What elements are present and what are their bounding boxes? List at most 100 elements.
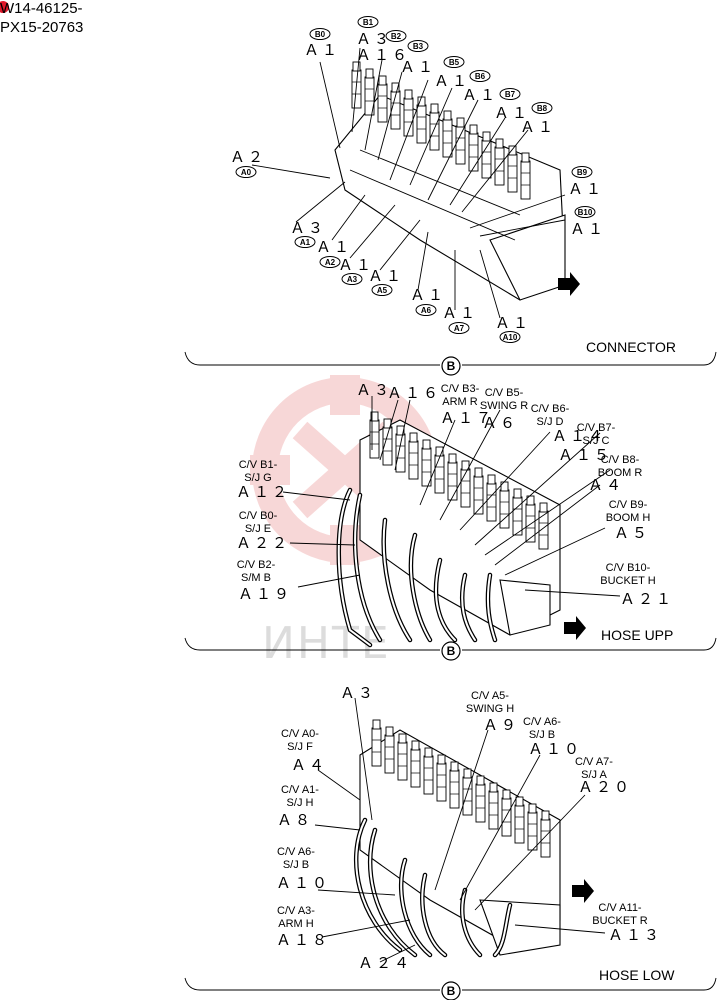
- connector-badge: [294, 236, 316, 248]
- connector-badge-label: A5: [377, 286, 388, 295]
- connector-badge-label: A3: [347, 275, 358, 284]
- connector-badge: [448, 322, 470, 334]
- hose-label-line2: S/J H: [287, 797, 314, 809]
- hose-label-line2: S/J B: [529, 729, 555, 741]
- section-divider: [184, 977, 717, 991]
- connector-code: Ａ１: [410, 288, 446, 304]
- hose-label-line1: C/V A5-: [471, 690, 509, 702]
- hose-label-line1: C/V A6-: [523, 716, 561, 728]
- hose-label-line1: C/V B10-: [606, 562, 651, 574]
- hose-code: Ａ５: [614, 526, 650, 542]
- connector-badge: [385, 30, 407, 42]
- connector-code: Ａ１: [304, 43, 340, 59]
- connector-code: Ａ１: [400, 60, 436, 76]
- connector-badge: [235, 166, 257, 178]
- view-b-marker: [441, 641, 461, 661]
- connector-code: Ａ１: [495, 316, 531, 332]
- hose-code: Ａ２１: [620, 592, 674, 608]
- connector-code: Ａ１: [338, 258, 374, 274]
- view-b-letter: B: [447, 644, 456, 658]
- connector-badge: [407, 40, 429, 52]
- connector-leaders: [251, 47, 566, 319]
- hose-code: Ａ３: [356, 383, 392, 399]
- connector-code: Ａ１: [368, 269, 404, 285]
- connector-code: Ａ３: [356, 32, 392, 48]
- hose-label-line1: C/V A3-: [277, 905, 315, 917]
- connector-badge: [469, 70, 491, 82]
- hose-label-line1: C/V A0-: [281, 728, 319, 740]
- hose-label-line2: SWING R: [480, 400, 528, 412]
- connector-badge: [499, 88, 521, 100]
- hose-code: Ａ１２: [236, 485, 290, 501]
- connector-code: Ａ１: [520, 120, 556, 136]
- connector-code: Ａ３: [290, 221, 326, 237]
- hose-label-line1: C/V A1-: [281, 784, 319, 796]
- connector-code: Ａ１: [568, 182, 604, 198]
- hose-label-line1: C/V A7-: [575, 756, 613, 768]
- hose-code: Ａ１９: [238, 587, 292, 603]
- hose-label-line1: C/V B9-: [609, 499, 648, 511]
- connector-badge-label: B1: [363, 18, 374, 27]
- hose-label-line2: S/J A: [581, 769, 607, 781]
- hose-label-line1: C/V B6-: [531, 403, 570, 415]
- connector-badge-label: B5: [449, 58, 460, 67]
- connector-badge-label: B2: [391, 32, 402, 41]
- hose-code: Ａ１０: [276, 876, 330, 892]
- connector-badge-label: A10: [503, 333, 518, 342]
- section-title-hose-upp: HOSE UPP: [601, 627, 673, 643]
- hose-label-line2: S/J B: [283, 859, 309, 871]
- view-b-letter: B: [447, 359, 456, 373]
- hose-label-line2: BOOM H: [606, 512, 651, 524]
- hose-code: Ａ１３: [608, 928, 662, 944]
- hose-code: Ａ１８: [276, 933, 330, 949]
- hose-upp-leaders: [282, 396, 621, 597]
- connector-badge: [571, 166, 593, 178]
- connector-badge-label: A1: [300, 238, 311, 247]
- connector-code: Ａ１: [434, 74, 470, 90]
- hose-label-line2: BUCKET R: [592, 915, 647, 927]
- control-valve-drawing: [359, 411, 561, 636]
- section-connector: Ａ１ Ａ３ Ａ１６ Ａ１ Ａ１ Ａ１ Ａ１ Ａ１ Ａ２ Ａ１ Ａ１ Ａ３ Ａ１ …: [184, 16, 717, 376]
- connector-code: Ａ１: [316, 240, 352, 256]
- view-b-marker: [441, 981, 461, 1000]
- hose-bundle: [336, 487, 498, 648]
- hose-code: Ａ２２: [236, 536, 290, 552]
- hose-label-line2: BUCKET H: [600, 575, 655, 587]
- hose-label-line1: C/V A11-: [598, 902, 642, 914]
- section-title-connector: CONNECTOR: [586, 339, 676, 355]
- connector-badge-label: A0: [241, 168, 252, 177]
- hose-label-line1: C/V B7-: [577, 422, 616, 434]
- hose-label-line2: S/J E: [245, 523, 271, 535]
- connector-badge: [341, 273, 363, 285]
- connector-code: Ａ１６: [356, 48, 410, 64]
- connector-badge-label: A7: [454, 324, 465, 333]
- hose-code: Ａ２４: [358, 956, 412, 972]
- hose-code: Ａ６: [482, 416, 518, 432]
- hose-code: Ａ４: [588, 478, 624, 494]
- hose-code: Ａ１６: [387, 386, 441, 402]
- connector-badge: [357, 16, 379, 28]
- connector-badge-label: B9: [577, 168, 588, 177]
- connector-code: Ａ１: [462, 88, 498, 104]
- hose-label-line1: C/V B2-: [237, 559, 276, 571]
- connector-code: Ａ１: [570, 222, 606, 238]
- section-divider: [184, 637, 717, 651]
- connector-badge: [574, 206, 596, 218]
- direction-arrow-icon: [564, 616, 586, 640]
- hose-label-line2: S/M B: [241, 572, 271, 584]
- connector-badge-label: B10: [578, 208, 593, 217]
- section-title-hose-low: HOSE LOW: [599, 967, 675, 983]
- connector-badge: [531, 102, 553, 114]
- hose-label-line2: S/J C: [583, 435, 610, 447]
- hose-code: Ａ９: [483, 718, 519, 734]
- section-divider: [184, 351, 717, 366]
- hose-label-line1: C/V B3-: [441, 383, 480, 395]
- hose-code: Ａ１５: [558, 448, 612, 464]
- hose-label-line1: C/V B0-: [239, 510, 278, 522]
- connector-code: Ａ１: [442, 306, 478, 322]
- hose-label-line2: S/J F: [287, 741, 313, 753]
- part-number-line1: W14-46125-: [0, 0, 83, 17]
- connector-badge: [319, 256, 341, 268]
